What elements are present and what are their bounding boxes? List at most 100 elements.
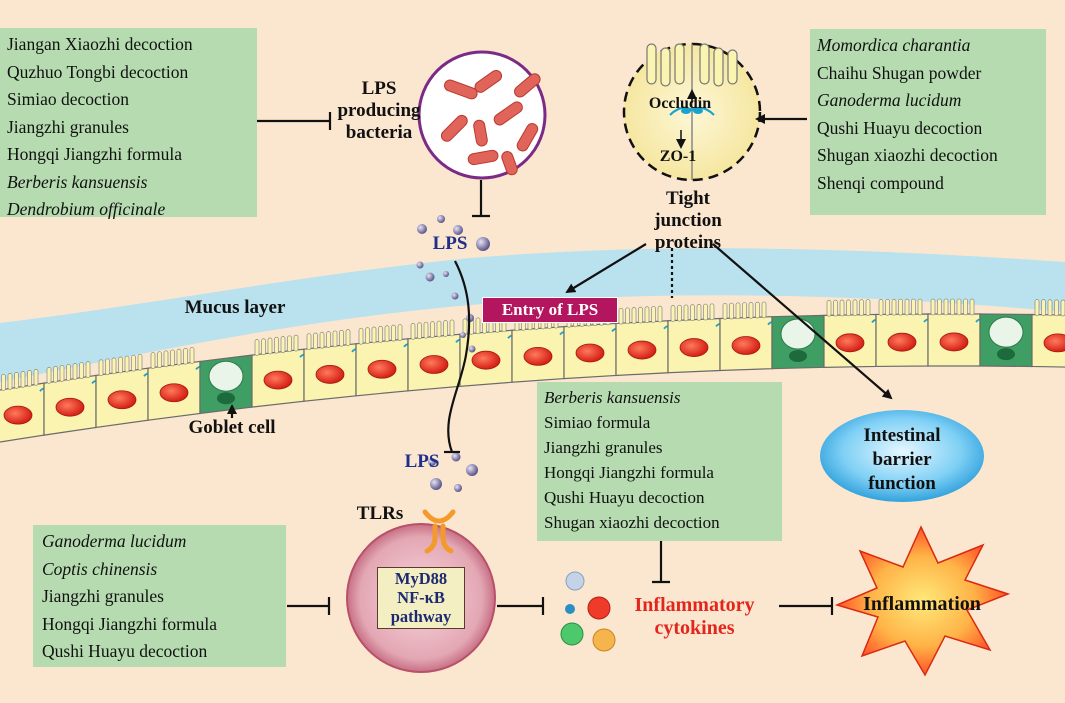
box-item: Jiangan Xiaozhi decoction — [7, 34, 193, 54]
microvillus — [105, 358, 110, 376]
cell-nucleus — [159, 383, 189, 403]
microvillus — [885, 298, 890, 316]
tight-junction-zoom — [622, 42, 762, 182]
box-item: Dendrobium officinale — [7, 199, 166, 219]
cell-nucleus — [315, 365, 345, 384]
cell-nucleus — [731, 336, 761, 355]
connectors — [227, 112, 893, 615]
cell-nucleus — [471, 350, 501, 370]
microvillus — [365, 327, 370, 345]
cell-nucleus — [107, 390, 137, 410]
microvillus — [267, 337, 273, 355]
microvillus — [378, 326, 383, 343]
microvillus — [956, 298, 962, 316]
lps-molecules — [416, 215, 490, 492]
microvillus — [339, 329, 344, 347]
goblet-nucleus — [217, 392, 235, 405]
label-line: barrier — [872, 449, 932, 470]
microvillus — [690, 304, 695, 321]
microvillus — [131, 354, 136, 372]
microvillus — [157, 351, 162, 369]
microvillus — [111, 357, 117, 375]
lps-producing-bacteria — [417, 50, 547, 180]
microvillus — [657, 305, 663, 323]
cell-nucleus — [887, 332, 917, 352]
box-item: Qushi Huayu decoction — [42, 641, 208, 661]
microvillus — [163, 350, 169, 368]
microvillus — [189, 347, 195, 364]
label-line: LPS — [361, 78, 397, 99]
microvillus — [761, 301, 767, 319]
mucus-granules — [780, 318, 816, 350]
label-line: Intestinal — [863, 425, 941, 446]
microvillus — [950, 298, 955, 316]
mucus-granules — [208, 360, 244, 392]
inflammation-label: Inflammation — [863, 593, 981, 615]
box-item: Berberis kansuensis — [544, 388, 681, 407]
cell-nucleus — [55, 397, 85, 417]
microvillus — [1041, 299, 1046, 316]
microvillus — [696, 303, 702, 321]
box-item: Momordica charantia — [817, 35, 971, 55]
microvillus — [891, 298, 897, 316]
box-item: Coptis chinensis — [42, 558, 158, 579]
microvillus — [703, 303, 708, 321]
microvillus — [14, 372, 19, 389]
microvillus — [176, 348, 182, 366]
microvillus — [878, 299, 884, 316]
microvillus — [274, 336, 279, 354]
microvillus — [443, 320, 448, 337]
label-line: Inflammatory — [634, 594, 755, 616]
microvillus — [722, 302, 728, 320]
box-item: Shugan xiaozhi decoction — [544, 513, 720, 532]
microvillus — [254, 339, 260, 356]
microvillus — [332, 330, 338, 348]
microvillus — [618, 307, 624, 325]
microvillus — [137, 353, 143, 371]
myd88-pathway-box: MyD88 NF-κB pathway — [377, 567, 465, 629]
microvillus — [742, 302, 747, 319]
microvillus — [53, 366, 58, 383]
microvillus — [287, 335, 292, 353]
microvillus — [729, 302, 734, 320]
microvillus — [118, 356, 123, 374]
label-line: cytokines — [654, 617, 735, 639]
microvillus — [85, 361, 91, 378]
microvillus — [345, 329, 351, 346]
box-item: Chaihu Shugan powder — [817, 62, 982, 83]
microvillus — [371, 326, 377, 344]
microvillus — [66, 364, 71, 381]
box-item: Ganoderma lucidum — [817, 90, 962, 110]
label-line: producing — [337, 100, 421, 121]
goblet-nucleus — [997, 348, 1015, 361]
cell-nucleus — [835, 333, 865, 353]
cell-nucleus — [263, 370, 293, 390]
microvillus — [755, 301, 760, 319]
microvillus — [397, 324, 403, 341]
tight-junction-label: Tight junction proteins — [633, 188, 743, 254]
microvillus — [7, 373, 13, 390]
microvillus — [625, 307, 630, 325]
box-item: Jiangzhi granules — [544, 438, 663, 457]
microvillus — [904, 298, 910, 316]
label-line: Tight — [665, 188, 710, 209]
epithelium — [0, 298, 1065, 443]
microvillus — [683, 304, 689, 322]
microvillus — [423, 321, 429, 339]
microvillus — [183, 347, 188, 365]
microvillus — [1, 374, 6, 391]
box-item: Shenqi compound — [817, 172, 944, 193]
microvillus — [638, 306, 643, 324]
microvillus — [709, 303, 715, 321]
microvillus — [436, 320, 442, 338]
microvillus — [677, 304, 682, 322]
label-line: MyD88 — [394, 569, 448, 588]
microvillus — [1034, 299, 1040, 316]
cytokine-inhibitors-box: Berberis kansuensis Simiao formula Jiang… — [537, 382, 782, 541]
lps-bacteria-label: LPS producing bacteria — [334, 78, 424, 144]
microvillus — [963, 298, 968, 316]
microvillus — [1047, 299, 1053, 317]
microvillus — [391, 324, 396, 342]
cell-nucleus — [419, 355, 449, 374]
